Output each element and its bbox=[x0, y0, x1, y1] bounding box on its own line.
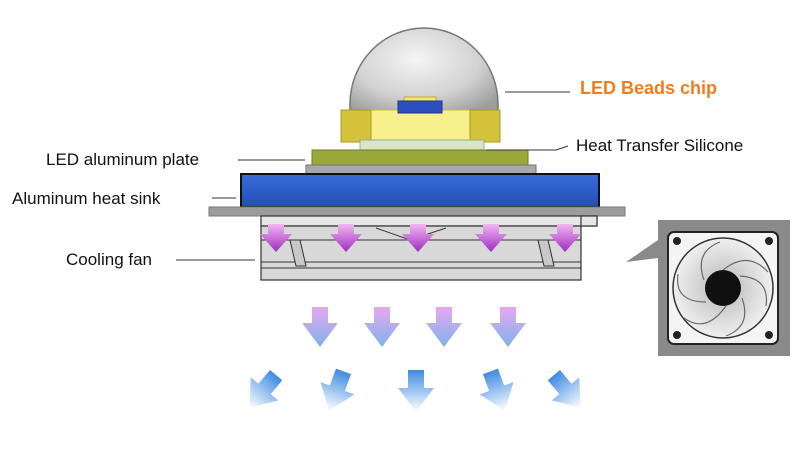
down-arrow-icon bbox=[330, 224, 362, 252]
airflow-arrows-row-1 bbox=[302, 307, 526, 347]
led-chip-ear-left bbox=[340, 109, 372, 143]
fan-blade-right bbox=[537, 239, 555, 267]
led-dome bbox=[349, 27, 499, 119]
label-cooling-fan: Cooling fan bbox=[66, 250, 153, 269]
label-led-aluminum-plate: LED aluminum plate bbox=[46, 150, 200, 169]
airflow-arrow-icon bbox=[398, 370, 434, 412]
led-chip-ear-right bbox=[469, 109, 501, 143]
fan-corner-tl bbox=[673, 237, 681, 245]
fan-blade-left bbox=[289, 239, 307, 267]
airflow-arrow-icon bbox=[426, 307, 462, 347]
fan-housing-right-step bbox=[580, 215, 598, 227]
airflow-arrow-icon bbox=[320, 368, 355, 411]
leader-line-silicone bbox=[486, 145, 569, 151]
airflow-arrow-icon bbox=[364, 307, 400, 347]
airflow-arrow-icon bbox=[490, 307, 526, 347]
led-die bbox=[397, 100, 443, 114]
led-chip-base bbox=[359, 139, 485, 151]
down-arrow-icon bbox=[549, 224, 581, 252]
label-aluminum-heat-sink: Aluminum heat sink bbox=[12, 189, 161, 208]
fan-icon bbox=[676, 241, 769, 337]
fan-housing-top bbox=[260, 215, 598, 227]
fan-corner-bl bbox=[673, 331, 681, 339]
heat-transfer-silicone-layer bbox=[305, 164, 537, 175]
airflow-arrows-row-2 bbox=[249, 368, 581, 412]
down-arrow-icon bbox=[260, 224, 292, 252]
fan-corner-br bbox=[765, 331, 773, 339]
heat-sink-base bbox=[208, 206, 626, 217]
airflow-arrow-icon bbox=[547, 370, 581, 408]
airflow-arrow-icon bbox=[249, 370, 283, 408]
down-arrow-icon bbox=[475, 224, 507, 252]
led-aluminum-plate bbox=[311, 149, 529, 167]
aluminum-heat-sink bbox=[240, 173, 600, 208]
down-arrow-icon bbox=[402, 224, 434, 252]
fan-corner-tr bbox=[765, 237, 773, 245]
airflow-arrow-icon bbox=[302, 307, 338, 347]
label-led-beads-chip: LED Beads chip bbox=[580, 78, 718, 98]
airflow-arrow-icon bbox=[479, 368, 514, 411]
label-heat-transfer-silicone: Heat Transfer Silicone bbox=[576, 136, 744, 155]
fan-hub bbox=[705, 270, 741, 306]
heat-arrows bbox=[260, 224, 581, 252]
fan-inset-pointer bbox=[626, 240, 658, 262]
fan-inset bbox=[626, 220, 790, 356]
